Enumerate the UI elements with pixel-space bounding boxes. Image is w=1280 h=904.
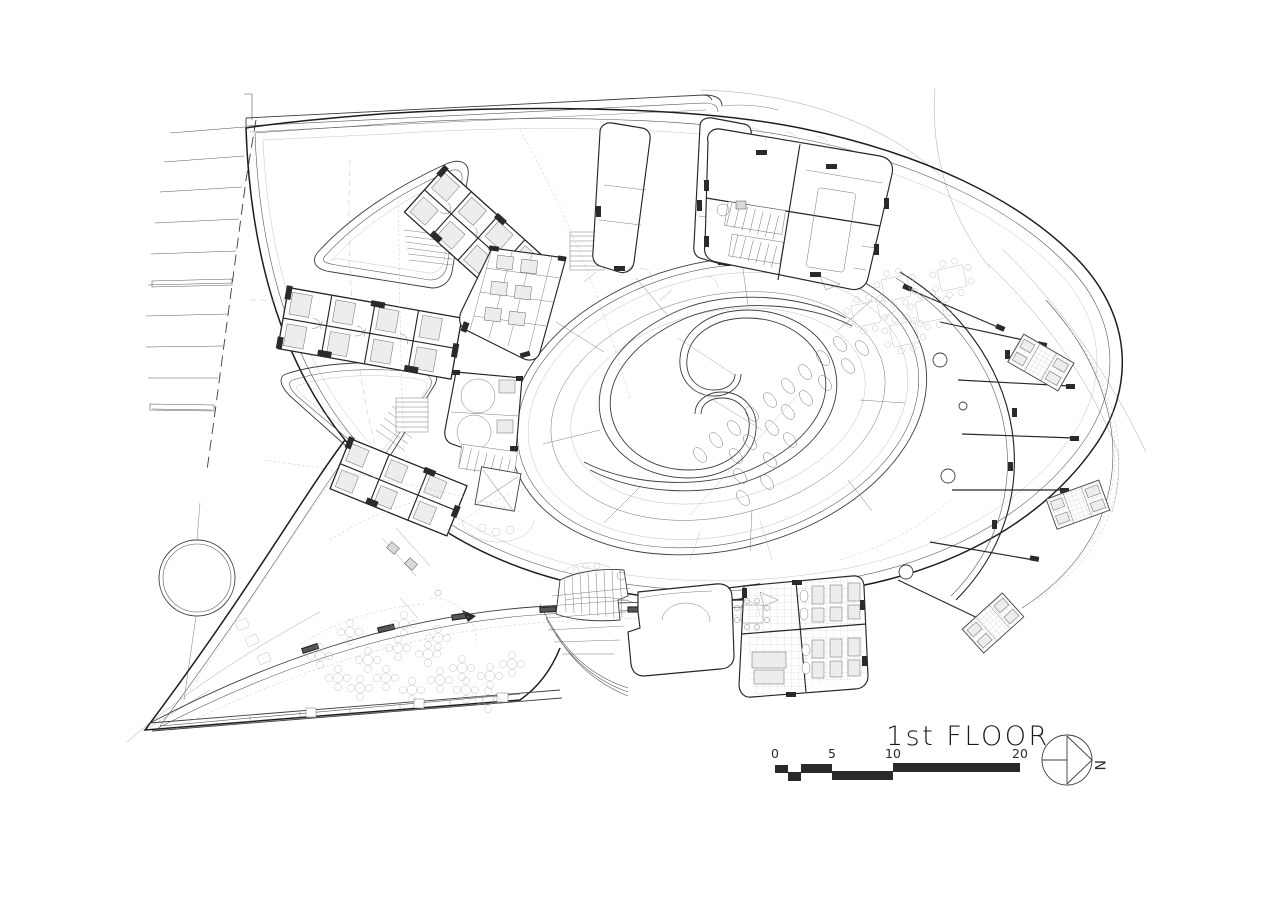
north-arrow-letter: N [1091,760,1107,770]
site-boundary-arcs [126,87,1147,743]
annotation-block: 1st FLOOR 0 5 10 20 [771,721,1107,786]
central-atrium [508,256,928,556]
spiral-ramp [583,296,853,492]
south-service-block [539,562,869,698]
circular-room-upper [460,378,496,414]
scale-tick-20: 20 [1012,746,1028,761]
northeast-dining-tables [843,257,975,355]
scale-bar: 0 5 10 20 [771,746,1028,781]
north-door-swings [639,127,831,289]
atrium-ovals [693,336,869,506]
west-link-bridges [381,527,476,622]
atrium-facets [542,261,906,552]
north-facade-mullions [583,265,897,319]
north-stair-1 [724,201,786,240]
lobby-dining-tables [734,598,770,630]
lift-shaft [474,466,522,512]
site-north-edge [244,93,779,133]
service-block-west [459,245,567,361]
radial-service-pod-3 [961,592,1025,654]
west-circulation-ghost [329,195,531,541]
scale-tick-0: 0 [771,746,779,761]
courtyard-stair-lower [395,397,429,433]
north-stair-2 [728,233,784,268]
site-hatch-lines [145,119,257,471]
north-slab-left [592,122,651,274]
north-arrow: N [1041,734,1107,786]
room-bar-middle [275,285,463,380]
kitchen-block [738,575,869,698]
north-arrow-triangle [1066,735,1093,785]
amphitheatre-steps [539,562,633,697]
scale-tick-5: 5 [828,746,836,761]
radial-partitions [897,287,1075,623]
west-stair-core [458,443,535,543]
radial-service-pod-2 [1045,479,1111,530]
south-terrace-seating [235,597,525,713]
round-cafe-tables [307,611,525,713]
stair-run [458,443,518,481]
scale-tick-10: 10 [885,746,901,761]
radial-nodes [898,352,968,580]
courtyard-pools [249,159,521,465]
site-roundabout [158,502,236,701]
floor-title: 1st FLOOR [886,721,1050,752]
room-bar-south [329,436,468,537]
construction-lines [263,129,951,561]
north-blocks [583,117,897,319]
radial-service-pod-1 [1007,333,1075,392]
auditorium-void [806,187,856,273]
west-room-bars [275,164,605,622]
north-auditorium-block [703,128,894,291]
south-glazing-band [149,689,563,732]
